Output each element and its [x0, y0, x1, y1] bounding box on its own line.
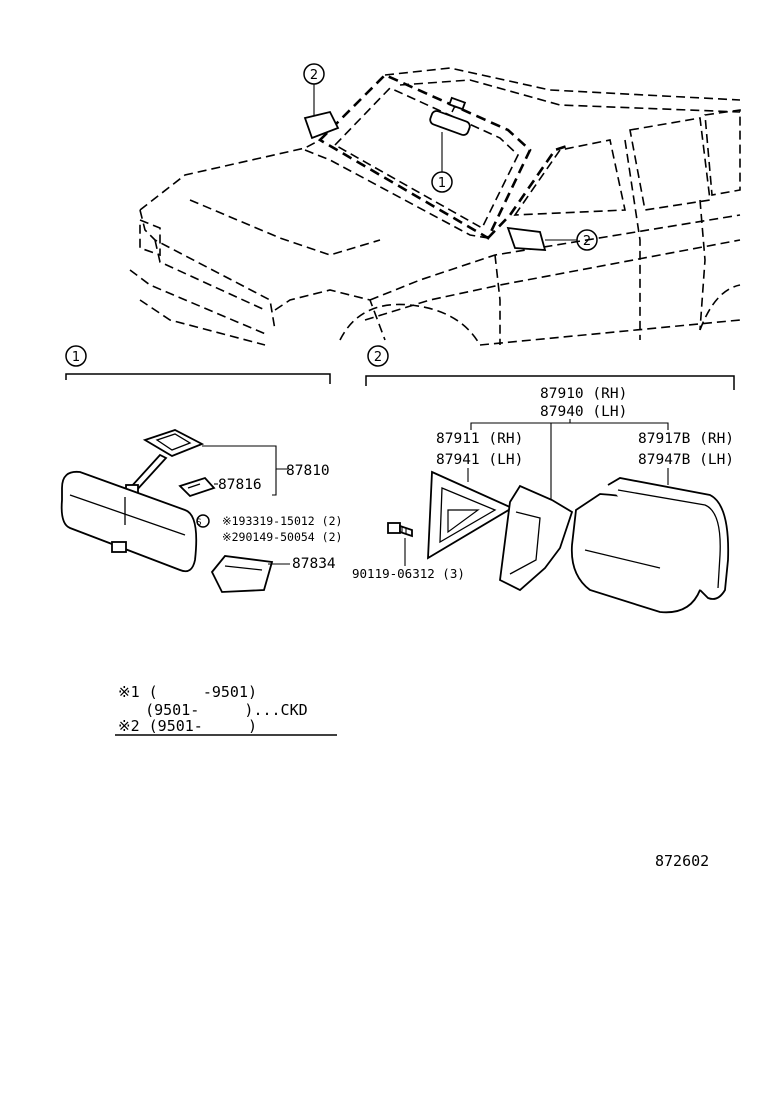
callout-2-label: 2 [310, 68, 318, 83]
headlamp [139, 218, 161, 257]
roof-line [384, 67, 741, 101]
section-1-leaders [202, 445, 290, 565]
mirror-mount-plate [142, 429, 205, 458]
windshield-frame [317, 73, 532, 240]
vehicle-callout-2-top: 2 [303, 63, 325, 115]
bumper-bottom [139, 299, 266, 346]
figure-number: 872602 [655, 852, 709, 870]
screw-symbol: S [196, 518, 201, 528]
part-87810-label: 87810 [286, 463, 330, 479]
part-87816-label: 87816 [218, 477, 262, 493]
inner-mirror-drawing [60, 429, 274, 593]
a-pillar [487, 143, 571, 239]
cover-rh-label: 87911 (RH) [436, 431, 523, 447]
vehicle-callout-2-right: 2 [545, 229, 598, 251]
hood-side [304, 149, 489, 239]
vehicle-callout-1: 1 [431, 132, 453, 193]
vehicle-illustration [129, 67, 741, 346]
windshield-inner [333, 87, 519, 230]
part-87834-label: 87834 [292, 556, 336, 572]
mirror-glass [607, 477, 730, 600]
door-seam-2 [624, 139, 641, 340]
mirror-base [499, 484, 574, 592]
cover-87834 [210, 555, 274, 593]
wheel-arch [339, 303, 481, 346]
grille [154, 239, 266, 311]
assembly-rh-label: 87910 (RH) [540, 386, 627, 402]
callout-1-label: 1 [438, 176, 446, 191]
lower-body [479, 319, 741, 346]
glass-lh-label: 87947B (LH) [638, 452, 734, 468]
note-line-2: (9501- )...CKD [118, 701, 308, 719]
assembly-lh-label: 87940 (LH) [540, 404, 627, 420]
svg-text:1: 1 [72, 350, 80, 365]
svg-text:2: 2 [374, 350, 382, 365]
callout-2-right-label: 2 [583, 234, 591, 249]
car-left-mirror [303, 110, 340, 140]
screw-part-1-label: ※193319-15012 (2) [222, 514, 342, 528]
fender-front [274, 289, 386, 341]
rear-door-seam [699, 199, 706, 331]
clip-87816 [178, 476, 216, 498]
front-door-window [513, 139, 626, 216]
car-right-mirror [506, 226, 547, 251]
cover-lh-label: 87941 (LH) [436, 452, 523, 468]
door-seam-1 [494, 254, 501, 345]
section-1-header: 1 [65, 345, 331, 384]
notes-block: ※1 ( -9501) (9501- )...CKD ※2 (9501- ) [115, 683, 337, 736]
bolt-90119 [387, 522, 413, 538]
section-2-header: 2 [365, 345, 735, 390]
bumper-top [129, 269, 269, 336]
screw-part-2-label: ※290149-50054 (2) [222, 530, 342, 544]
bolt-label: 90119-06312 (3) [352, 566, 465, 581]
car-interior-mirror [429, 96, 471, 136]
note-line-1: ※1 ( -9501) [118, 683, 257, 701]
outer-mirror-drawing [387, 470, 730, 614]
hood-crease [189, 199, 381, 256]
roof-rail [399, 79, 741, 113]
rear-window-1 [629, 117, 711, 211]
hood-outline [139, 139, 321, 211]
rear-wheel-arch [699, 284, 741, 331]
section-2-leaders [404, 419, 669, 566]
side-line-1 [369, 214, 741, 301]
mirror-body [60, 470, 198, 573]
side-line-2 [364, 239, 741, 321]
note-line-3: ※2 (9501- ) [118, 717, 257, 735]
rear-window-2 [704, 109, 741, 196]
glass-rh-label: 87917B (RH) [638, 431, 734, 447]
